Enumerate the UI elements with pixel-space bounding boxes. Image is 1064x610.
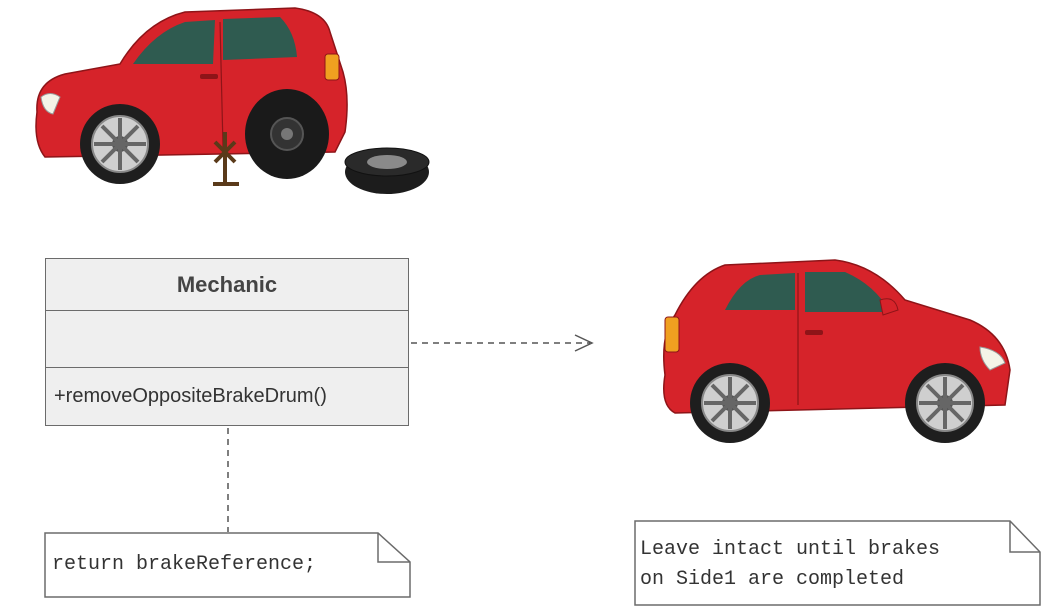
note-right-shape xyxy=(634,520,1041,606)
note-left-shape xyxy=(44,532,411,598)
note-right-line2: on Side1 are completed xyxy=(640,568,905,591)
class-name: Mechanic xyxy=(46,259,408,311)
note-right-line1: Leave intact until brakes xyxy=(640,538,941,561)
mechanic-class-box: Mechanic +removeOppositeBrakeDrum() xyxy=(45,258,409,426)
dependency-arrow-head xyxy=(574,334,594,352)
class-attributes xyxy=(46,311,408,368)
car-on-jack-image xyxy=(35,7,430,194)
intact-car-image xyxy=(663,259,1011,443)
class-operation: +removeOppositeBrakeDrum() xyxy=(54,384,327,407)
note-left-text: return brakeReference; xyxy=(52,553,317,576)
